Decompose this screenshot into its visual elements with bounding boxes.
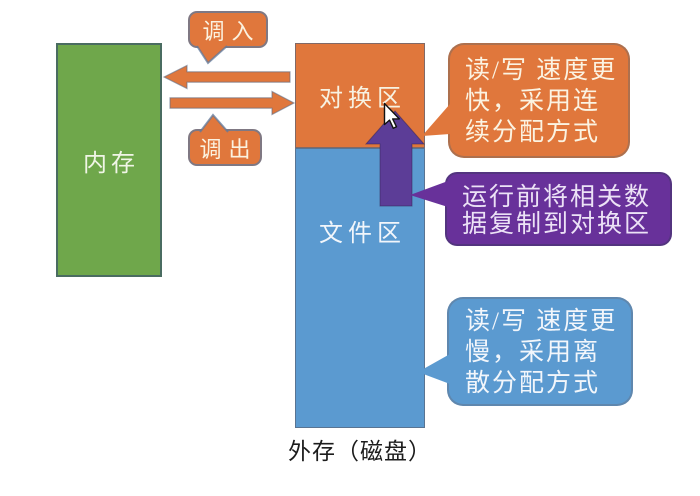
swap-out-label: 调出 <box>199 136 258 162</box>
file-speed-callout: 读/写 速度更 慢，采用离 散分配方式 <box>447 297 633 406</box>
disk-caption: 外存（磁盘） <box>288 439 432 464</box>
swap-in-arrow <box>162 64 291 90</box>
swap-in-bubble-tail <box>196 45 228 65</box>
swap-callout-tail <box>422 104 450 136</box>
callout-line: 慢，采用离 <box>465 339 601 366</box>
swap-area-box: 对换区 <box>295 43 425 148</box>
callout-line: 快，采用连 <box>465 88 601 115</box>
swap-speed-callout: 读/写 速度更 快，采用连 续分配方式 <box>448 43 630 158</box>
swap-out-bubble: 调出 <box>188 129 262 166</box>
copy-before-run-callout: 运行前将相关数 据复制到对换区 <box>445 172 672 246</box>
callout-line: 散分配方式 <box>465 370 601 397</box>
swap-area-label: 对换区 <box>319 86 406 112</box>
swap-in-label: 调入 <box>202 18 261 44</box>
callout-line: 读/写 速度更 <box>465 308 618 335</box>
swap-in-bubble: 调入 <box>188 11 268 48</box>
file-area-label: 文件区 <box>319 221 406 247</box>
callout-line: 读/写 速度更 <box>465 57 618 84</box>
memory-box: 内存 <box>56 43 162 277</box>
callout-line: 续分配方式 <box>465 119 601 146</box>
callout-line: 据复制到对换区 <box>462 211 652 238</box>
swap-out-arrow <box>169 90 296 116</box>
file-area-box: 文件区 <box>295 148 425 428</box>
memory-label: 内存 <box>83 150 139 177</box>
callout-line: 运行前将相关数 <box>462 184 652 211</box>
